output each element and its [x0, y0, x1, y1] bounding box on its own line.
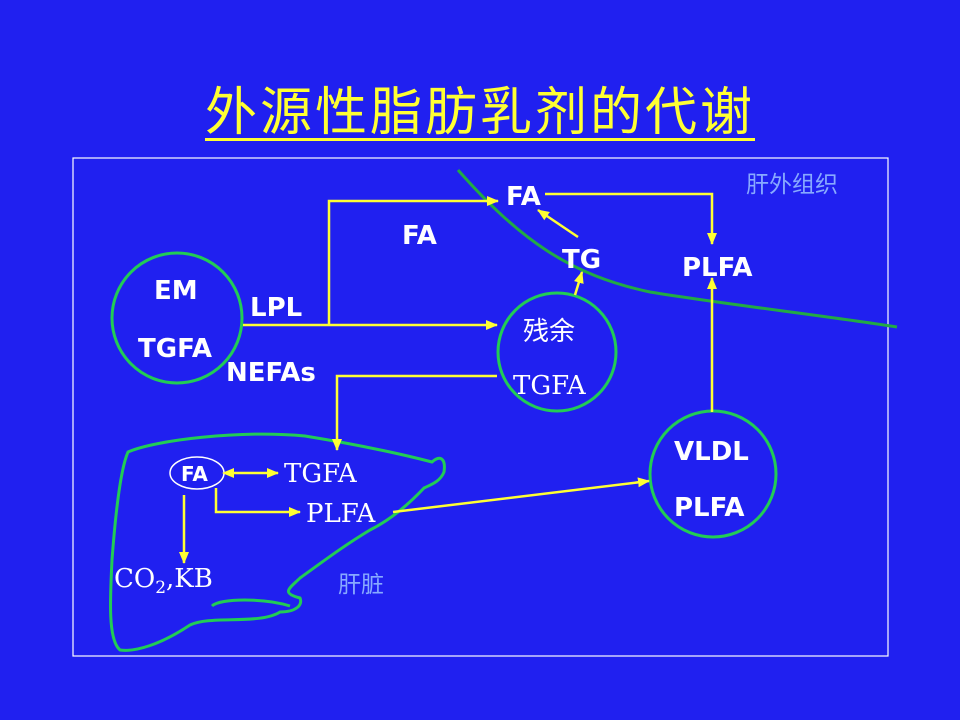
liver-lobe-line: [210, 598, 291, 608]
slide-title-text: 外源性脂肪乳剂的代谢: [204, 83, 755, 143]
arrow-tg-to-fa: [537, 208, 579, 239]
label-liver-fa: FA: [181, 462, 208, 486]
label-tg: TG: [562, 245, 601, 275]
arrow-fa-to-plfa-liver: [214, 488, 301, 517]
label-lpl: LPL: [250, 293, 302, 323]
extrahepatic-boundary: [456, 169, 898, 329]
arrow-lpl-to-fa: [327, 196, 499, 325]
label-co2-sub: 2: [155, 578, 166, 598]
remnant-circle: [496, 291, 618, 413]
label-fa-mid: FA: [402, 221, 437, 251]
arrow-plfa-to-vldl: [392, 477, 650, 514]
label-co2-kb: CO2,KB: [114, 564, 213, 598]
label-em: EM: [154, 276, 198, 306]
label-fa-top: FA: [506, 182, 541, 212]
em-circle: [110, 251, 244, 385]
label-co2-kb-rest: ,KB: [166, 564, 213, 594]
arrow-remnant-to-liver: [332, 374, 497, 451]
label-nefas: NEFAs: [226, 358, 316, 388]
label-vldl: VLDL: [674, 437, 749, 467]
label-vldl-plfa: PLFA: [674, 493, 745, 523]
label-liver-plfa: PLFA: [306, 499, 377, 529]
slide-title: 外源性脂肪乳剂的代谢: [0, 70, 960, 145]
label-tgfa-em: TGFA: [138, 334, 212, 364]
arrow-fa-to-plfa: [545, 192, 717, 245]
region-label-extrahepatic: 肝外组织: [746, 172, 838, 198]
arrow-remnant-to-tg: [573, 271, 584, 296]
label-remnant-tgfa: TGFA: [513, 371, 587, 401]
label-liver-tgfa: TGFA: [284, 459, 358, 489]
label-remnant-cn: 残余: [523, 317, 575, 347]
region-label-liver: 肝脏: [338, 572, 384, 598]
label-plfa-top: PLFA: [682, 253, 753, 283]
label-co2-main: CO: [114, 564, 155, 594]
diagram-frame: [72, 157, 889, 657]
liver-outline: [108, 432, 446, 652]
